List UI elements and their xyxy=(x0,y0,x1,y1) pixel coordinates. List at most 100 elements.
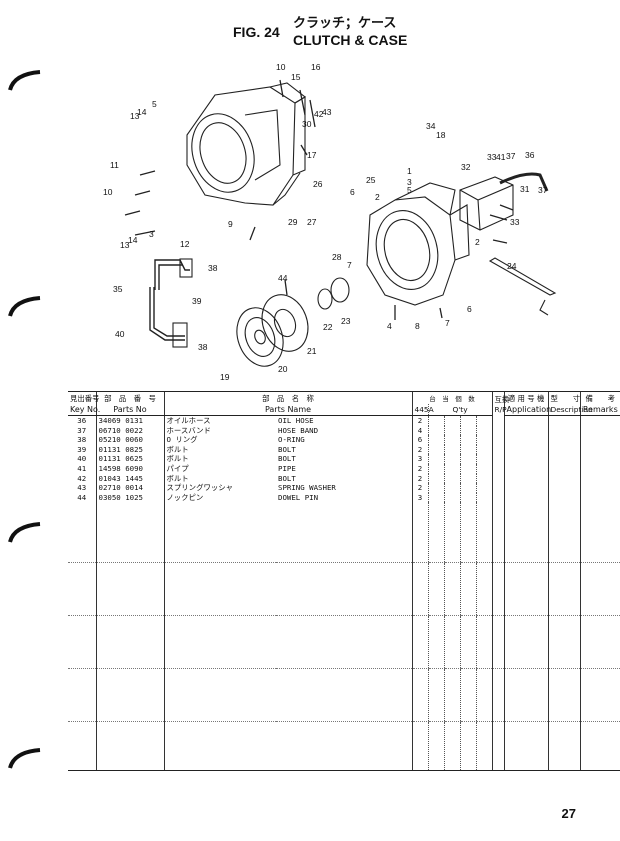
svg-text:18: 18 xyxy=(436,130,446,140)
svg-text:20: 20 xyxy=(278,364,288,374)
empty-cell xyxy=(503,668,549,723)
svg-text:11: 11 xyxy=(110,160,119,170)
svg-text:34: 34 xyxy=(426,121,436,131)
empty-cell xyxy=(427,483,444,493)
key-no: 44 xyxy=(77,492,87,502)
empty-cell xyxy=(427,415,444,426)
svg-text:26: 26 xyxy=(313,179,323,189)
empty-cell xyxy=(547,668,581,723)
empty-cell xyxy=(411,502,428,564)
empty-cell xyxy=(491,483,505,493)
empty-cell xyxy=(475,454,493,464)
empty-cell xyxy=(411,721,428,772)
empty-cell xyxy=(443,721,460,772)
empty-cell xyxy=(579,425,620,436)
svg-text:21: 21 xyxy=(307,346,317,356)
col-dimension-jp: 型 寸 xyxy=(547,391,580,404)
empty-cell xyxy=(459,668,476,723)
qty-445a: 2 xyxy=(411,483,428,493)
svg-text:3: 3 xyxy=(407,177,412,187)
pipe-assembly xyxy=(149,258,193,348)
empty-cell xyxy=(459,454,476,464)
empty-cell xyxy=(547,425,581,436)
svg-text:16: 16 xyxy=(311,62,321,72)
empty-cell xyxy=(491,668,505,723)
svg-text:14: 14 xyxy=(137,107,147,117)
empty-cell xyxy=(276,615,412,670)
binder-hole-mark xyxy=(8,296,41,317)
empty-cell xyxy=(547,444,581,455)
svg-text:14: 14 xyxy=(128,235,138,245)
svg-text:5: 5 xyxy=(152,99,157,109)
empty-cell xyxy=(475,668,493,723)
svg-text:13: 13 xyxy=(130,111,140,121)
callout-labels: 10 15 16 30 42 43 17 13 14 5 11 10 13 14… xyxy=(103,62,548,382)
empty-cell xyxy=(68,668,96,723)
blank-row xyxy=(68,615,620,670)
empty-cell xyxy=(95,562,164,617)
empty-cell xyxy=(547,615,581,670)
empty-cell xyxy=(491,473,505,484)
empty-cell xyxy=(579,463,620,474)
empty-cell xyxy=(443,492,460,503)
pump-block xyxy=(459,176,514,231)
empty-cell xyxy=(547,435,581,445)
empty-cell xyxy=(95,721,164,772)
svg-text:33: 33 xyxy=(510,217,520,227)
clutch-housing-left xyxy=(186,82,306,206)
part-no: 05210 0060 xyxy=(95,435,164,445)
part-name-en: SPRING WASHER xyxy=(278,483,336,493)
part-name-jp: ボルト xyxy=(163,444,276,455)
empty-cell xyxy=(491,444,505,455)
svg-text:28: 28 xyxy=(332,252,342,262)
svg-text:30: 30 xyxy=(302,119,312,129)
svg-text:1: 1 xyxy=(407,166,412,176)
empty-cell xyxy=(579,454,620,464)
svg-text:15: 15 xyxy=(291,72,301,82)
empty-cell xyxy=(475,492,493,503)
empty-cell xyxy=(163,721,276,772)
empty-cell xyxy=(459,502,476,564)
empty-cell xyxy=(491,502,505,564)
part-name-jp: ホースバンド xyxy=(163,425,276,436)
empty-cell xyxy=(459,425,476,436)
empty-cell xyxy=(491,463,505,474)
key-no: 42 xyxy=(77,473,87,483)
col-remarks-jp: 備 考 xyxy=(579,391,620,404)
qty-445a: 3 xyxy=(411,454,428,464)
empty-cell xyxy=(475,435,493,445)
empty-cell xyxy=(475,615,493,670)
qty-445a: 2 xyxy=(411,444,428,455)
empty-cell xyxy=(459,444,476,455)
empty-cell xyxy=(427,502,444,564)
col-parts-name-en: Parts Name xyxy=(163,404,412,416)
part-no: 03050 1025 xyxy=(95,492,164,503)
binder-hole-mark xyxy=(8,748,41,769)
release-shaft xyxy=(488,257,557,296)
empty-cell xyxy=(579,615,620,670)
empty-cell xyxy=(68,721,96,772)
empty-cell xyxy=(579,435,620,445)
part-name-jp: ボルト xyxy=(163,454,276,464)
svg-text:44: 44 xyxy=(278,273,288,283)
empty-cell xyxy=(579,721,620,772)
svg-text:5: 5 xyxy=(407,185,412,195)
blank-row xyxy=(68,562,620,617)
empty-cell xyxy=(276,562,412,617)
empty-cell xyxy=(459,463,476,474)
empty-cell xyxy=(276,721,412,772)
svg-text:17: 17 xyxy=(307,150,317,160)
empty-cell xyxy=(95,502,164,564)
col-parts-no-jp: 部 品 番 号 xyxy=(95,391,164,404)
svg-text:7: 7 xyxy=(445,318,450,328)
empty-cell xyxy=(276,502,412,564)
part-name-en: BOLT xyxy=(278,444,296,454)
empty-cell xyxy=(427,463,444,474)
col-qty-en: Q'ty xyxy=(427,404,493,416)
empty-cell xyxy=(443,435,460,445)
